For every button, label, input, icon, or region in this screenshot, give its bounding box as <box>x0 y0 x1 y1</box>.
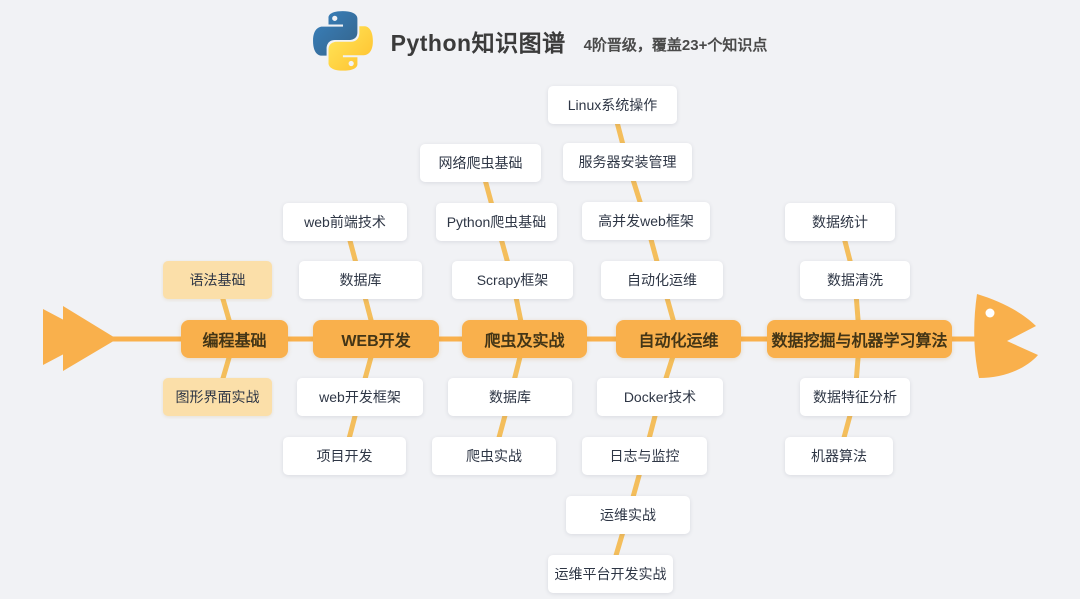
fish-tail-icon <box>63 306 117 371</box>
topic-node: web开发框架 <box>297 378 423 416</box>
topic-node: 机器算法 <box>785 437 893 475</box>
topic-node: 运维平台开发实战 <box>548 555 673 593</box>
page-title: Python知识图谱 <box>390 30 566 56</box>
topic-node: 服务器安装管理 <box>563 143 692 181</box>
topic-node: Linux系统操作 <box>548 86 677 124</box>
topic-node: 项目开发 <box>283 437 406 475</box>
topic-node: 数据特征分析 <box>800 378 910 416</box>
topic-node: 日志与监控 <box>582 437 707 475</box>
stage-node: WEB开发 <box>313 320 439 358</box>
stage-node: 自动化运维 <box>616 320 741 358</box>
topic-node: 自动化运维 <box>601 261 723 299</box>
topic-node: 网络爬虫基础 <box>420 144 541 182</box>
stage-node: 编程基础 <box>181 320 288 358</box>
topic-node: Scrapy框架 <box>452 261 573 299</box>
page-subtitle: 4阶晋级，覆盖23+个知识点 <box>583 37 768 54</box>
topic-node: 运维实战 <box>566 496 690 534</box>
topic-node: Python爬虫基础 <box>436 203 557 241</box>
topic-node: 爬虫实战 <box>432 437 556 475</box>
fish-eye-icon <box>985 308 995 318</box>
topic-node: 数据库 <box>299 261 422 299</box>
python-logo-icon <box>312 11 373 71</box>
topic-node: 数据库 <box>448 378 572 416</box>
header: Python知识图谱 4阶晋级，覆盖23+个知识点 <box>0 6 1080 76</box>
topic-node: web前端技术 <box>283 203 407 241</box>
topic-node: 语法基础 <box>163 261 272 299</box>
topic-node: Docker技术 <box>597 378 723 416</box>
topic-node: 数据统计 <box>785 203 895 241</box>
topic-node: 数据清洗 <box>800 261 910 299</box>
topic-node: 图形界面实战 <box>163 378 272 416</box>
topic-node: 高并发web框架 <box>582 202 710 240</box>
stage-node: 数据挖掘与机器学习算法 <box>767 320 952 358</box>
stage-node: 爬虫及实战 <box>462 320 587 358</box>
